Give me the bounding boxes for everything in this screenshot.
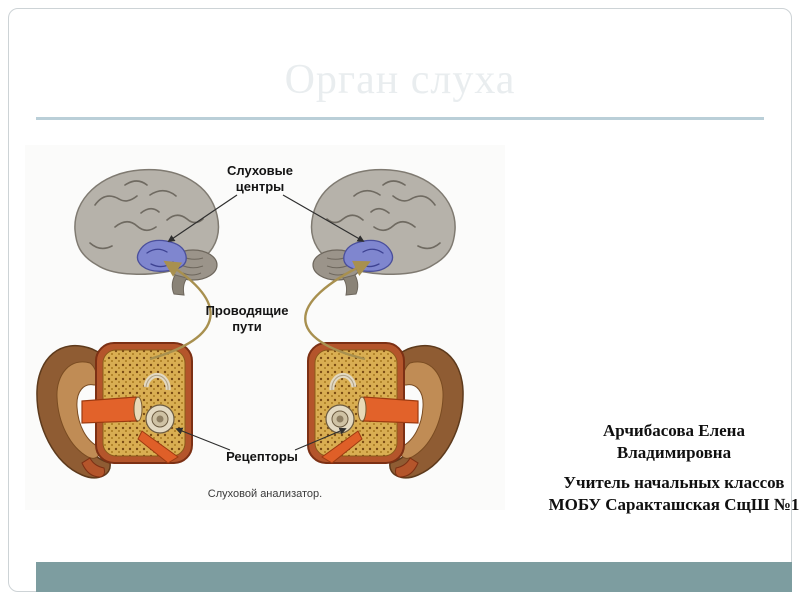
figure-caption: Слуховой анализатор. <box>208 488 322 500</box>
auditory-analyzer-figure: Слуховые центры Проводящие пути Рецептор… <box>25 145 505 510</box>
label-pathways-line2: пути <box>232 319 262 334</box>
attribution-author: Арчибасова Елена Владимировна <box>603 421 745 463</box>
accent-bar <box>36 562 792 592</box>
label-auditory-centers-line1: Слуховые <box>227 163 293 178</box>
slide-title: Орган слуха <box>284 57 516 103</box>
label-receptors: Рецепторы <box>226 449 298 464</box>
attribution-role: Учитель начальных классов МОБУ Саракташс… <box>548 473 800 515</box>
label-pathways-line1: Проводящие <box>206 303 289 318</box>
label-pointer-lines <box>167 194 365 451</box>
right-ear <box>308 343 463 478</box>
attribution-block: Арчибасова Елена Владимировна Учитель на… <box>548 420 800 524</box>
title-divider <box>36 117 764 120</box>
left-ear <box>37 343 192 478</box>
auditory-analyzer-diagram: Слуховые центры Проводящие пути Рецептор… <box>25 145 505 510</box>
pathway-arrows <box>149 260 371 361</box>
label-auditory-centers-line2: центры <box>236 179 284 194</box>
